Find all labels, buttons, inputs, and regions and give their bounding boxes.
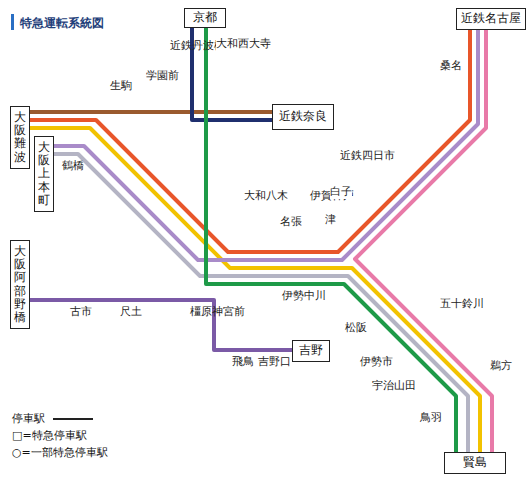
station-label: 津	[325, 214, 336, 227]
station-label: 鶴橋	[62, 160, 73, 173]
terminal-box: 大阪阿部野橋	[10, 240, 30, 329]
station-label: 伊勢市	[360, 356, 393, 369]
station-name: 近鉄奈良	[279, 110, 327, 124]
terminal-box: 近鉄奈良	[272, 104, 334, 130]
legend-row: □=特急停車駅	[12, 427, 108, 444]
legend-line-sample	[53, 418, 93, 420]
station-label: 近鉄丹波橋	[170, 40, 181, 53]
legend-text: □=特急停車駅	[12, 428, 87, 443]
terminal-box: 吉野	[292, 340, 330, 362]
terminal-box: 賢島	[444, 452, 506, 474]
station-label: 大和西大寺	[216, 38, 227, 51]
station-label: 飛鳥	[232, 356, 243, 369]
legend: 停車駅 □=特急停車駅 ○=一部特急停車駅	[12, 410, 108, 461]
route-line	[54, 30, 478, 260]
station-name: 近鉄名古屋	[461, 12, 521, 26]
station-name: 大阪難波	[14, 111, 26, 164]
station-name: 吉野	[299, 344, 323, 358]
station-label: 松阪	[345, 322, 367, 335]
station-label: 名張	[280, 216, 291, 229]
station-label: 近鉄四日市	[340, 150, 395, 163]
terminal-box: 大阪上本町	[34, 136, 54, 212]
title-bar	[11, 14, 14, 30]
station-label: 伊賀神戸	[310, 190, 321, 203]
station-label: 橿原神宮前	[190, 306, 201, 319]
route-line	[355, 30, 492, 452]
route-line	[206, 28, 456, 452]
station-label: 五十鈴川	[440, 298, 484, 311]
station-label: 鳥羽	[420, 412, 442, 425]
station-label: 宇治山田	[372, 380, 416, 393]
station-label: 大和八木	[244, 190, 255, 203]
legend-row: ○=一部特急停車駅	[12, 444, 108, 461]
terminal-box: 大阪難波	[10, 106, 30, 169]
diagram-title: 特急運転系統図	[20, 15, 104, 32]
station-label: 古市	[70, 306, 81, 319]
station-label: 桑名	[440, 60, 462, 73]
station-label: 吉野口	[258, 356, 269, 369]
station-name: 賢島	[463, 456, 487, 470]
route-line	[30, 300, 292, 350]
route-line	[30, 128, 480, 452]
terminal-box: 近鉄名古屋	[456, 8, 526, 30]
legend-text: 停車駅	[12, 411, 45, 426]
station-label: 鵜方	[490, 360, 512, 373]
station-label: 学園前	[146, 70, 157, 83]
legend-row: 停車駅	[12, 410, 108, 427]
legend-text: ○=一部特急停車駅	[12, 445, 108, 460]
station-label: 尺土	[120, 306, 131, 319]
station-label: 伊勢中川	[282, 290, 326, 303]
station-label: 白子	[330, 186, 352, 199]
route-line	[30, 110, 272, 114]
station-name: 大阪阿部野橋	[14, 245, 26, 324]
route-line	[30, 30, 470, 252]
terminal-box: 京都	[184, 8, 226, 28]
station-name: 京都	[193, 11, 217, 25]
station-label: 生駒	[110, 80, 121, 93]
route-line	[54, 154, 468, 452]
station-name: 大阪上本町	[38, 141, 50, 207]
